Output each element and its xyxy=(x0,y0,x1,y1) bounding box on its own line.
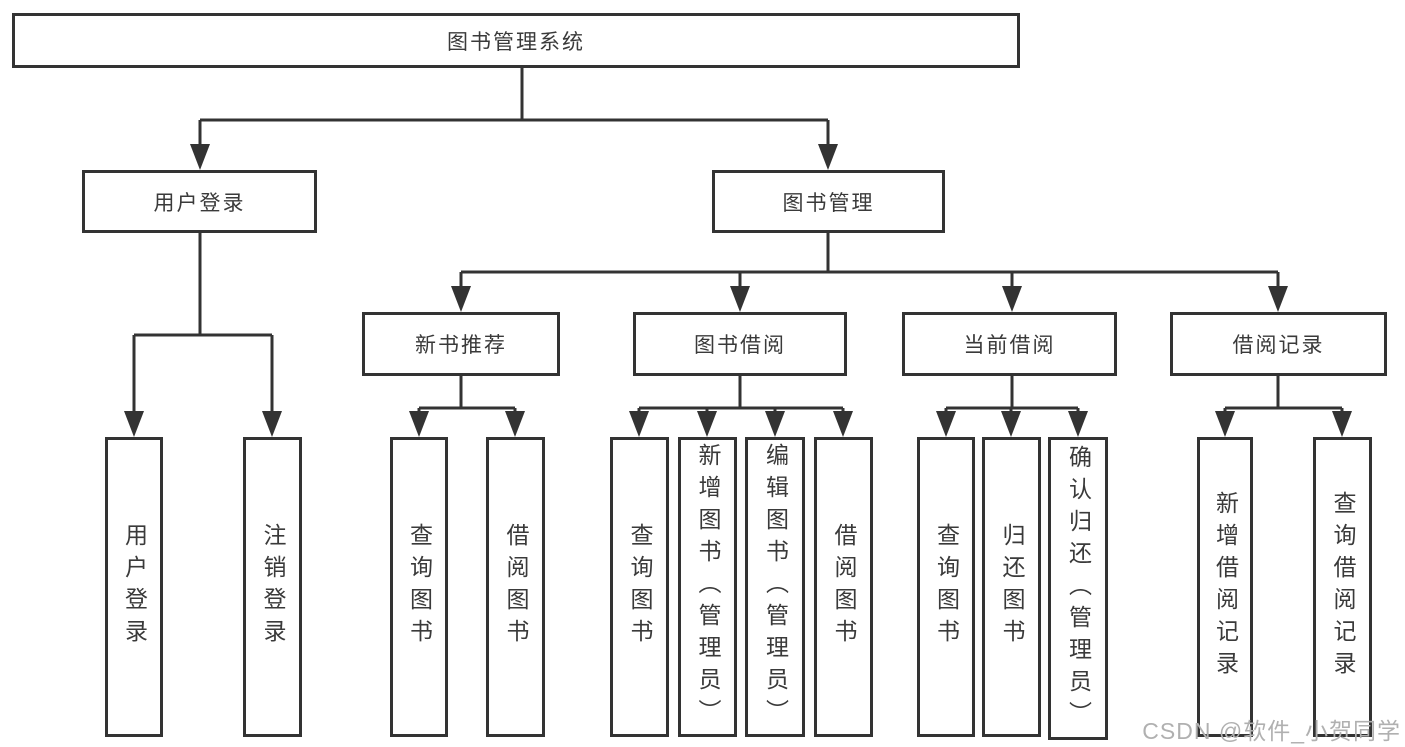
node-leaf-logout: 注销登录 xyxy=(243,437,302,737)
connector-new-book-rec-to-leaves xyxy=(417,376,517,413)
arrowheads-borrow-record-leaves xyxy=(1215,411,1352,437)
node-book-borrowing: 图书借阅 xyxy=(633,312,847,376)
node-leaf-query-borrow-record: 查询借阅记录 xyxy=(1313,437,1372,737)
node-book-management-module: 图书管理 xyxy=(712,170,945,233)
node-leaf-borrow-books: 借阅图书 xyxy=(486,437,545,737)
node-leaf-return-books: 归还图书 xyxy=(982,437,1041,737)
node-leaf-add-books-admin: 新增图书（管理员） xyxy=(678,437,737,737)
node-leaf-user-login: 用户登录 xyxy=(105,437,163,737)
node-leaf-borrow-books-2: 借阅图书 xyxy=(814,437,873,737)
arrowheads-book-borrow-leaves xyxy=(629,411,853,437)
arrowheads-current-borrow-leaves xyxy=(936,411,1088,437)
node-book-management-system: 图书管理系统 xyxy=(12,13,1020,68)
node-current-borrowing: 当前借阅 xyxy=(902,312,1117,376)
node-leaf-query-books-3: 查询图书 xyxy=(917,437,975,737)
node-user-login-module: 用户登录 xyxy=(82,170,317,233)
arrowheads-level3 xyxy=(451,286,1288,312)
connector-borrow-record-to-leaves xyxy=(1223,376,1344,413)
node-leaf-query-books-2: 查询图书 xyxy=(610,437,669,737)
node-leaf-query-books: 查询图书 xyxy=(390,437,448,737)
arrowheads-user-login-leaves xyxy=(124,411,282,437)
node-new-book-recommendation: 新书推荐 xyxy=(362,312,560,376)
arrowheads-new-book-rec-leaves xyxy=(409,411,525,437)
connector-book-mgmt-to-level3 xyxy=(459,233,1280,288)
csdn-watermark: CSDN @软件_小贺同学 xyxy=(1142,718,1401,744)
node-leaf-confirm-return-admin: 确认归还（管理员） xyxy=(1048,437,1108,740)
node-leaf-edit-books-admin: 编辑图书（管理员） xyxy=(745,437,805,737)
connector-book-borrow-to-leaves xyxy=(637,376,845,413)
node-borrowing-records: 借阅记录 xyxy=(1170,312,1387,376)
connector-current-borrow-to-leaves xyxy=(944,376,1080,413)
connector-root-to-level2 xyxy=(198,68,830,146)
arrowheads-level2 xyxy=(190,144,838,170)
node-leaf-add-borrow-record: 新增借阅记录 xyxy=(1197,437,1253,737)
connector-user-login-to-leaves xyxy=(132,233,274,413)
